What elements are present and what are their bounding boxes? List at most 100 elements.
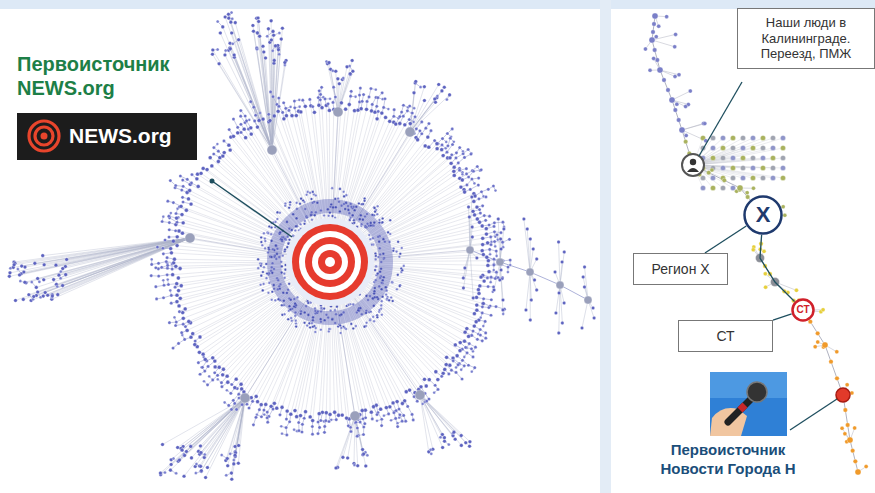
graph-node: [267, 113, 270, 116]
graph-node: [353, 109, 357, 113]
graph-node: [493, 240, 496, 243]
graph-node: [425, 399, 428, 402]
graph-node: [299, 414, 303, 418]
graph-node: [340, 101, 344, 105]
graph-node: [269, 90, 272, 93]
graph-node: [365, 107, 369, 111]
graph-node: [263, 266, 266, 269]
graph-node: [252, 423, 255, 426]
graph-node: [401, 420, 404, 423]
graph-node: [481, 204, 484, 207]
graph-node: [240, 403, 243, 406]
graph-link: [500, 229, 504, 262]
graph-node: [349, 95, 352, 98]
graph-node: [475, 303, 479, 307]
graph-link: [239, 40, 272, 150]
graph-node: [257, 119, 261, 123]
graph-node: [288, 206, 291, 209]
graph-node: [362, 93, 365, 96]
graph-node: [454, 371, 457, 374]
graph-node: [175, 235, 179, 239]
graph-node: [471, 355, 474, 358]
graph-link: [48, 238, 190, 295]
graph-node: [252, 106, 255, 109]
graph-node: [245, 119, 248, 122]
graph-node: [308, 415, 312, 419]
graph-node: [331, 187, 334, 190]
graph-node: [449, 137, 452, 140]
graph-node: [418, 129, 421, 132]
graph-node: [157, 275, 160, 278]
graph-node: [355, 325, 358, 328]
graph-node: [475, 308, 479, 312]
graph-link: [693, 158, 783, 165]
graph-node: [474, 346, 477, 349]
graph-node: [324, 411, 328, 415]
graph-node: [293, 99, 296, 102]
graph-node: [399, 252, 402, 255]
graph-node: [485, 255, 489, 259]
graph-node: [249, 100, 252, 103]
graph-link: [652, 40, 660, 70]
graph-link: [20, 238, 190, 275]
graph-node: [311, 105, 314, 108]
graph-node: [467, 148, 470, 151]
graph-node: [193, 343, 197, 347]
graph-node: [263, 413, 266, 416]
graph-link: [463, 250, 470, 288]
graph-node: [180, 331, 183, 334]
graph-node: [358, 202, 361, 205]
graph-node: [271, 95, 274, 98]
graph-node: [395, 400, 399, 404]
graph-link: [234, 398, 245, 464]
graph-link: [329, 63, 338, 112]
graph-node: [295, 202, 298, 205]
graph-link: [660, 70, 672, 100]
graph-node: [161, 220, 164, 223]
graph-node: [228, 148, 232, 152]
graph-node: [482, 279, 486, 283]
graph-node: [178, 267, 182, 271]
graph-node: [359, 107, 363, 111]
graph-node: [390, 419, 393, 422]
graph-link: [585, 267, 588, 300]
graph-node: [327, 109, 331, 113]
graph-link: [410, 98, 437, 132]
graph-link: [410, 84, 439, 132]
graph-node: [376, 419, 379, 422]
graph-node: [285, 114, 289, 118]
graph-node: [272, 401, 276, 405]
graph-node: [210, 164, 214, 168]
graph-node: [277, 105, 280, 108]
graph-link: [225, 55, 272, 150]
graph-node: [287, 109, 290, 112]
graph-link: [410, 101, 424, 132]
graph-link: [825, 345, 843, 395]
graph-node: [440, 375, 443, 378]
graph-node: [165, 260, 168, 263]
graph-node: [470, 334, 473, 337]
graph-node: [461, 173, 464, 176]
graph-link: [65, 238, 190, 267]
graph-node: [506, 266, 509, 269]
graph-link: [38, 238, 190, 292]
graph-node: [213, 365, 217, 369]
graph-node: [380, 418, 383, 421]
graph-node: [194, 339, 197, 342]
graph-node: [264, 403, 268, 407]
graph-node: [295, 322, 298, 325]
graph-node: [162, 296, 165, 299]
graph-node: [475, 296, 479, 300]
graph-node: [493, 230, 496, 233]
graph-node: [478, 208, 481, 211]
graph-node: [262, 408, 265, 411]
graph-node: [490, 240, 493, 243]
graph-node: [175, 282, 179, 286]
graph-link: [13, 238, 190, 267]
graph-node: [424, 384, 428, 388]
graph-node: [170, 251, 174, 255]
graph-node: [480, 168, 483, 171]
graph-node: [269, 404, 273, 408]
graph-node: [288, 420, 291, 423]
graph-node: [470, 177, 473, 180]
